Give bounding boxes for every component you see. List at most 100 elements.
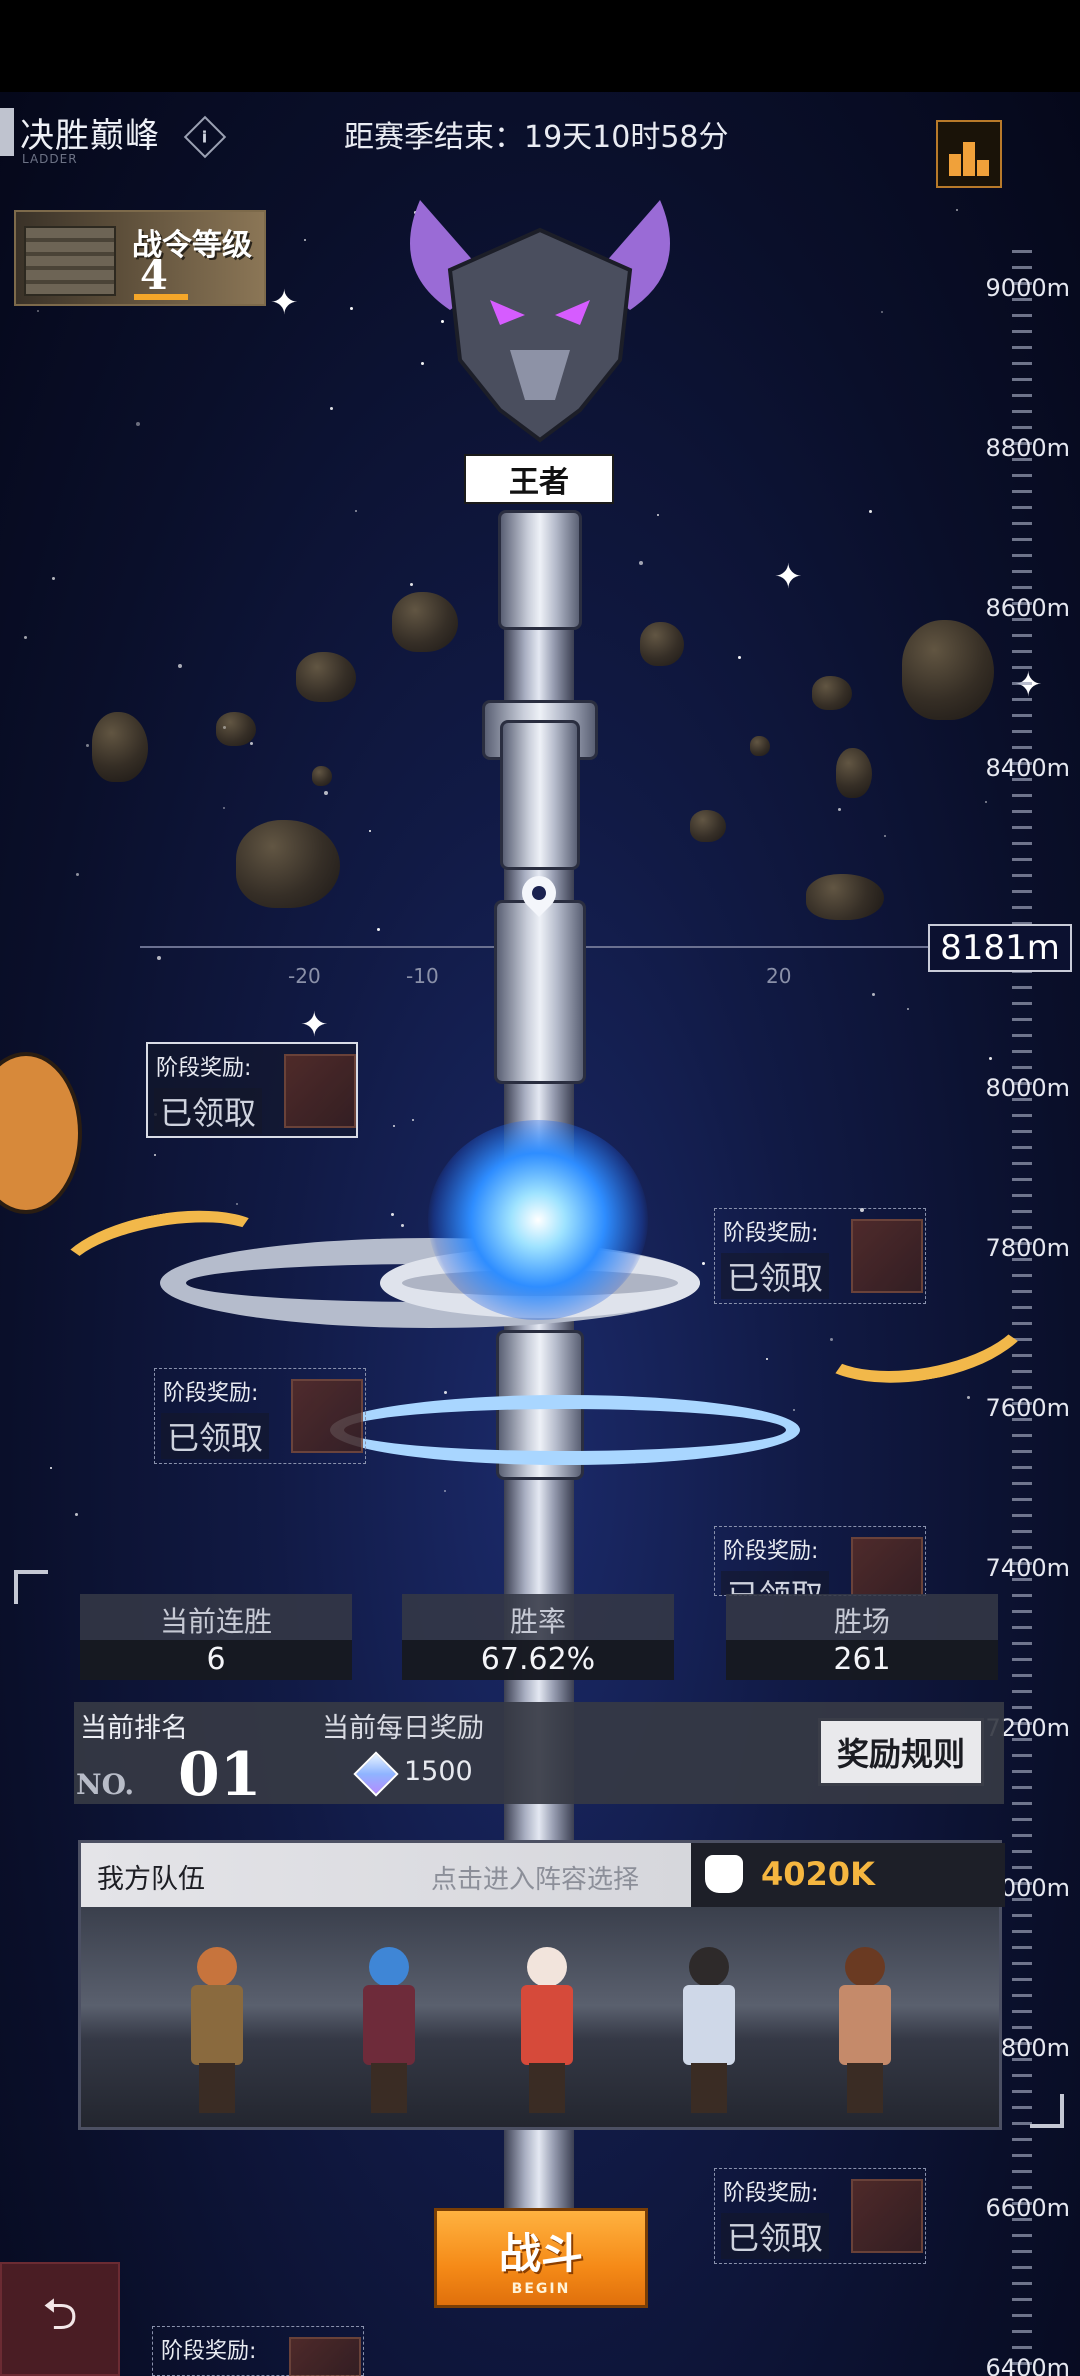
altitude-ruler[interactable] bbox=[1012, 250, 1032, 2376]
star bbox=[838, 808, 841, 811]
star bbox=[907, 1008, 909, 1010]
stage-reward-title: 阶段奖励: bbox=[156, 1056, 252, 1081]
asteroid bbox=[236, 820, 340, 908]
status-bar bbox=[0, 0, 1080, 92]
star bbox=[884, 835, 886, 837]
star bbox=[639, 561, 643, 565]
battle-pass-progress bbox=[134, 294, 188, 300]
altitude-label: 8800m bbox=[985, 434, 1070, 462]
sparkle-icon: ✦ bbox=[270, 283, 299, 323]
hero-slot[interactable] bbox=[819, 1947, 909, 2117]
battle-pass-label: 战令等级 bbox=[132, 228, 252, 263]
reward-item-icon bbox=[291, 1379, 363, 1453]
altitude-label: 8400m bbox=[985, 754, 1070, 782]
asteroid bbox=[640, 622, 684, 666]
star bbox=[50, 1467, 52, 1469]
podium-icon bbox=[977, 160, 989, 176]
stage-reward-card[interactable]: 阶段奖励: 已领取 bbox=[146, 1042, 358, 1138]
hero-head bbox=[527, 1947, 567, 1987]
battle-pass-image bbox=[24, 226, 116, 296]
hero-slot[interactable] bbox=[343, 1947, 433, 2117]
rank-no-label: NO. bbox=[76, 1768, 135, 1801]
stage-reward-card[interactable]: 阶段奖励: 已领取 bbox=[154, 1368, 366, 1464]
star bbox=[441, 320, 444, 323]
asteroid bbox=[836, 748, 872, 798]
team-lineup[interactable] bbox=[81, 1907, 999, 2127]
star bbox=[369, 830, 371, 832]
star bbox=[304, 239, 306, 241]
star bbox=[350, 307, 353, 310]
team-power-value: 4020K bbox=[761, 1855, 875, 1893]
star bbox=[355, 510, 357, 512]
star bbox=[52, 577, 55, 580]
scale-tick: -20 bbox=[288, 964, 321, 988]
hero-body bbox=[363, 1985, 415, 2065]
star bbox=[702, 1262, 705, 1265]
star bbox=[793, 1409, 795, 1411]
daily-reward-value: 1500 bbox=[404, 1756, 473, 1787]
star bbox=[391, 1213, 394, 1216]
star bbox=[401, 1224, 404, 1227]
stage-reward-title: 阶段奖励: bbox=[163, 1381, 259, 1406]
leaderboard-button[interactable] bbox=[936, 120, 1002, 188]
star bbox=[410, 583, 413, 586]
podium-icon bbox=[963, 142, 975, 176]
altitude-label: 7400m bbox=[985, 1554, 1070, 1582]
hero-slot[interactable] bbox=[501, 1947, 591, 2117]
hero-slot[interactable] bbox=[663, 1947, 753, 2117]
star bbox=[956, 209, 958, 211]
podium-icon bbox=[949, 154, 961, 176]
asteroid bbox=[296, 652, 356, 702]
hero-head bbox=[369, 1947, 409, 1987]
reward-item-icon bbox=[289, 2337, 361, 2376]
fight-button[interactable]: 战斗 BEGIN bbox=[434, 2208, 648, 2308]
asteroid bbox=[312, 766, 332, 786]
rank-label: 当前排名 bbox=[80, 1713, 188, 1744]
star bbox=[223, 726, 226, 729]
star bbox=[324, 791, 328, 795]
reward-rules-button[interactable]: 奖励规则 bbox=[818, 1718, 984, 1786]
hero-body bbox=[683, 1985, 735, 2065]
reward-item-icon bbox=[284, 1054, 356, 1128]
reward-mystery-icon bbox=[851, 2179, 923, 2253]
hero-head bbox=[689, 1947, 729, 1987]
asteroid bbox=[92, 712, 148, 782]
asteroid bbox=[392, 592, 458, 652]
back-button[interactable]: ⮌ bbox=[0, 2262, 120, 2376]
altitude-label: 6400m bbox=[985, 2354, 1070, 2376]
star bbox=[872, 993, 875, 996]
hero-legs bbox=[847, 2063, 883, 2113]
star bbox=[985, 801, 987, 803]
star bbox=[989, 1057, 992, 1060]
team-select-hint[interactable]: 点击进入阵容选择 bbox=[431, 1865, 640, 1895]
asteroid bbox=[690, 810, 726, 842]
altitude-label: 800m bbox=[1000, 2034, 1070, 2062]
stat-winrate: 胜率 67.62% bbox=[402, 1594, 674, 1680]
sparkle-icon: ✦ bbox=[300, 1005, 329, 1045]
fight-label: 战斗 bbox=[498, 2228, 583, 2278]
stage-reward-title: 阶段奖励: bbox=[723, 2181, 819, 2206]
battle-pass-card[interactable]: 战令等级 4 bbox=[14, 210, 266, 306]
hero-slot[interactable] bbox=[171, 1947, 261, 2117]
hero-head bbox=[197, 1947, 237, 1987]
star bbox=[881, 311, 883, 313]
battle-pass-level: 4 bbox=[140, 252, 168, 299]
team-label: 我方队伍 bbox=[97, 1864, 205, 1895]
stage-reward-card[interactable]: 阶段奖励: 已领取 bbox=[714, 1526, 926, 1596]
star bbox=[330, 407, 333, 410]
page-subtitle: LADDER bbox=[22, 152, 78, 166]
stage-reward-status: 已领取 bbox=[721, 1253, 830, 1299]
team-panel[interactable]: 我方队伍 点击进入阵容选择 4020K bbox=[78, 1840, 1005, 2130]
stage-reward-card[interactable]: 阶段奖励: 已领取 bbox=[714, 1208, 926, 1304]
stage-reward-card[interactable]: 阶段奖励: 已领取 bbox=[714, 2168, 926, 2264]
stage-reward-card[interactable]: 阶段奖励: bbox=[152, 2326, 364, 2376]
star bbox=[136, 422, 140, 426]
reward-item-icon bbox=[851, 1219, 923, 1293]
stat-value: 67.62% bbox=[402, 1640, 674, 1680]
star bbox=[869, 510, 872, 513]
stage-reward-title: 阶段奖励: bbox=[161, 2339, 257, 2364]
altitude-label: 9000m bbox=[985, 274, 1070, 302]
stage-reward-status: 已领取 bbox=[154, 1088, 263, 1134]
back-arrow-icon: ⮌ bbox=[42, 2288, 78, 2340]
star bbox=[444, 1490, 446, 1492]
